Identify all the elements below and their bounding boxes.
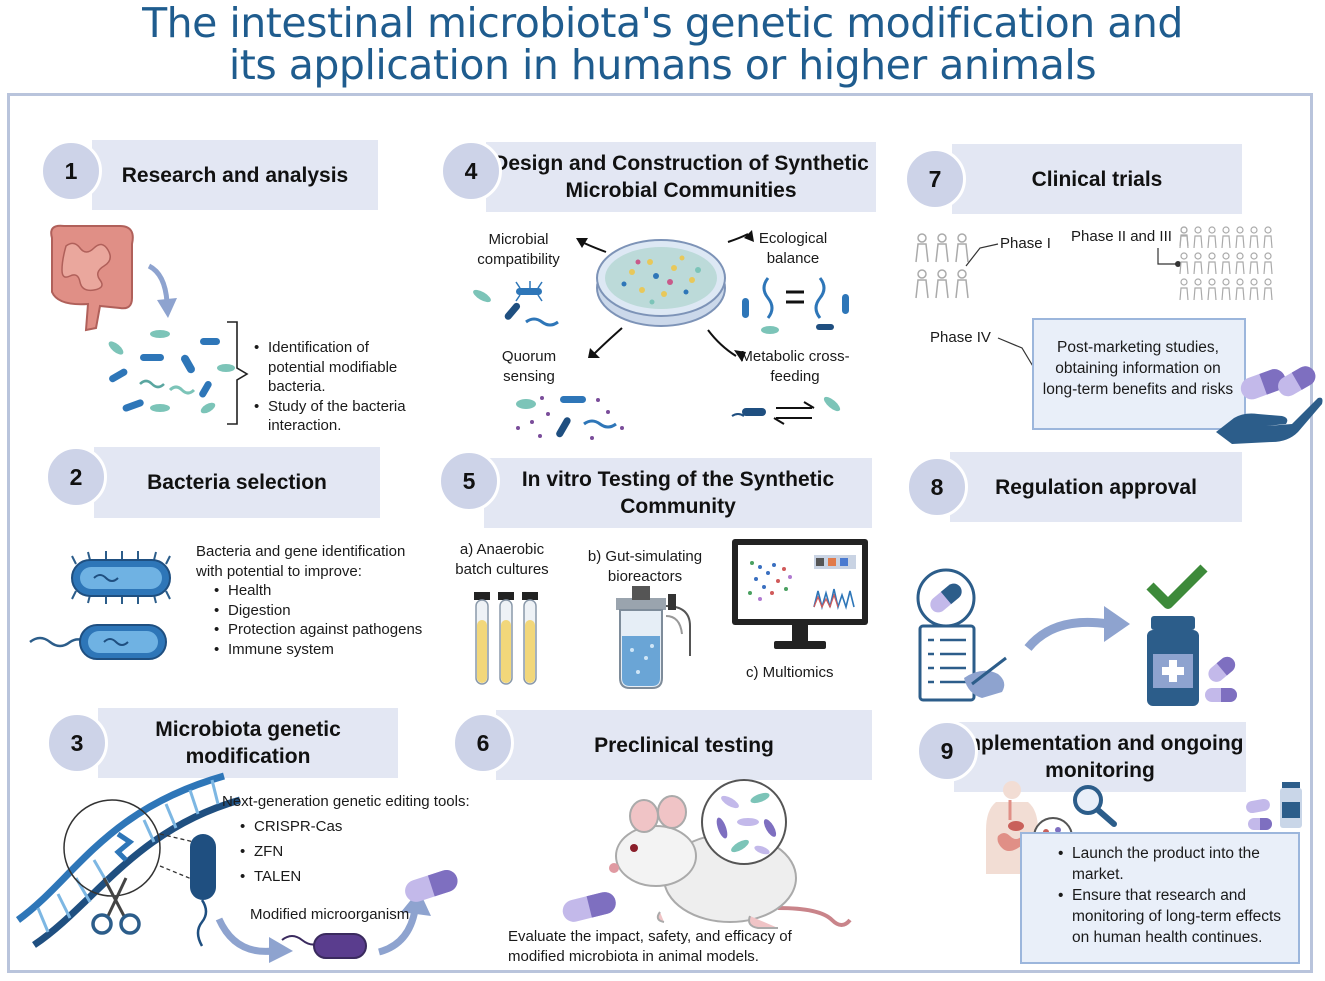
step-8-number: 8	[906, 456, 968, 518]
step-6-caption: Evaluate the impact, safety, and efficac…	[508, 928, 792, 965]
bacteria-cluster-icon	[108, 330, 235, 414]
test-tubes-icon	[474, 592, 538, 685]
post-marketing-text: Post-marketing studies, obtaining inform…	[1042, 339, 1234, 398]
step-4-header: Design and Construction of Synthetic Mic…	[486, 142, 876, 212]
step-1-number: 1	[40, 140, 102, 202]
step-2-text: Bacteria and gene identification with po…	[196, 542, 426, 659]
hand-icon	[1216, 366, 1323, 444]
step-8-header: Regulation approval	[950, 452, 1242, 522]
step-6-number: 6	[452, 712, 514, 774]
step-3-bullet-2: ZFN	[222, 839, 502, 864]
petri-dish-icon	[596, 239, 726, 327]
modified-microorganism-label: Modified microorganism	[250, 906, 410, 923]
step-7-title: Clinical trials	[1031, 167, 1163, 191]
label-phase-1: Phase I	[1000, 235, 1051, 252]
checkmark-icon	[1146, 564, 1208, 609]
step-3-text: Next-generation genetic editing tools: C…	[222, 789, 502, 889]
label-ecological-balance: Ecological balance	[758, 230, 828, 267]
capsule-icon-2	[562, 892, 616, 922]
magnifier-icon	[1073, 785, 1117, 827]
scissors-icon	[91, 877, 141, 935]
crowd-icon	[1179, 226, 1273, 301]
quorum-sensing-icon	[516, 396, 624, 440]
brace-icon	[227, 321, 249, 425]
step-6-header: Preclinical testing	[496, 710, 872, 780]
step-3-bullet-3: TALEN	[222, 864, 502, 889]
cross-feeding-icon	[731, 396, 841, 425]
step-7-header: Clinical trials	[952, 144, 1242, 214]
step-2-number: 2	[45, 446, 107, 508]
step-1-bullet-1: Identification of potential modifiable b…	[252, 338, 422, 397]
modified-microorganism-icon	[281, 933, 367, 959]
microbiota-magnified-icon	[701, 779, 787, 865]
step-1-title: Research and analysis	[121, 163, 349, 187]
title-line-2: its application in humans or higher anim…	[228, 41, 1097, 89]
post-marketing-box	[1032, 318, 1246, 430]
bioreactor-icon	[616, 586, 691, 689]
step-5-header: In vitro Testing of the Synthetic Commun…	[484, 458, 872, 528]
step-8-title: Regulation approval	[995, 475, 1197, 499]
process-arrow-up-icon	[377, 890, 431, 956]
diagram-frame	[7, 93, 1313, 973]
step-9-header: Implementation and ongoing monitoring	[954, 722, 1246, 792]
step-4-title: Design and Construction of Synthetic Mic…	[493, 152, 869, 202]
step-5-number: 5	[438, 450, 500, 512]
label-microbial-compatibility: Microbial compatibility	[477, 231, 560, 268]
phase-2-3-connector	[1157, 248, 1181, 267]
step-1-header: Research and analysis	[92, 140, 378, 210]
label-phase-4: Phase IV	[930, 329, 991, 346]
step-3-number: 3	[46, 712, 108, 774]
step-3-bullet-1: CRISPR-Cas	[222, 814, 502, 839]
label-quorum-sensing: Quorum sensing	[501, 348, 557, 385]
step-3-intro: Next-generation genetic editing tools:	[222, 793, 470, 810]
medicine-bottle-icon	[1147, 616, 1237, 706]
compatibility-bacteria-icon	[473, 281, 559, 327]
balance-bacteria-icon	[742, 277, 849, 334]
step-9-bullet-2: Ensure that research and monitoring of l…	[1056, 885, 1288, 948]
bacterium-flagellum-icon	[29, 624, 167, 660]
title-line-1: The intestinal microbiota's genetic modi…	[142, 0, 1183, 47]
cycle-arrows-icon	[576, 230, 754, 362]
step-2-title: Bacteria selection	[147, 471, 327, 494]
step-9-number: 9	[916, 720, 978, 782]
people-icon	[915, 233, 969, 299]
monitor-icon	[732, 539, 868, 649]
label-phase-2-3: Phase II and III	[1071, 228, 1172, 245]
step-3-header: Microbiota genetic modification	[98, 708, 398, 778]
step-3-title: Microbiota genetic modification	[155, 718, 341, 768]
arrow-icon	[147, 263, 177, 318]
step-9-bullets: Launch the product into the market. Ensu…	[1056, 843, 1288, 948]
label-metabolic-cross-feeding: Metabolic cross-feeding	[740, 348, 850, 385]
step-2-bullet-4: Immune system	[196, 640, 426, 660]
modified-rod-icon	[190, 834, 216, 947]
phase-4-connector	[997, 337, 1035, 369]
process-arrow-icon	[215, 917, 293, 963]
step-2-bullet-2: Digestion	[196, 601, 426, 621]
dna-icon	[15, 772, 241, 948]
step-9-title: Implementation and ongoing monitoring	[956, 732, 1244, 782]
approval-arrow-icon	[1024, 606, 1130, 651]
step-5-title: In vitro Testing of the Synthetic Commun…	[521, 468, 835, 518]
pill-bottle-icon	[1246, 782, 1302, 830]
step-9-bullet-1: Launch the product into the market.	[1056, 843, 1288, 885]
step-2-bullet-1: Health	[196, 581, 426, 601]
step-1-bullets: Identification of potential modifiable b…	[252, 338, 422, 436]
intestine-icon	[50, 224, 134, 332]
label-multiomics: c) Multiomics	[746, 664, 834, 681]
label-anaerobic-batch: a) Anaerobic batch cultures	[455, 541, 549, 578]
step-1-bullet-2: Study of the bacteria interaction.	[252, 397, 422, 436]
clipboard-icon	[916, 568, 1007, 702]
phase-1-connector	[965, 243, 999, 267]
step-2-intro: Bacteria and gene identification with po…	[196, 543, 406, 580]
step-2-bullet-3: Protection against pathogens	[196, 620, 426, 640]
page-title: The intestinal microbiota's genetic modi…	[0, 2, 1325, 86]
step-7-number: 7	[904, 148, 966, 210]
label-gut-bioreactors: b) Gut-simulating bioreactors	[587, 548, 703, 585]
step-4-number: 4	[440, 140, 502, 202]
bacterium-rod-icon	[71, 551, 171, 604]
step-2-header: Bacteria selection	[94, 447, 380, 518]
step-6-title: Preclinical testing	[594, 733, 774, 757]
